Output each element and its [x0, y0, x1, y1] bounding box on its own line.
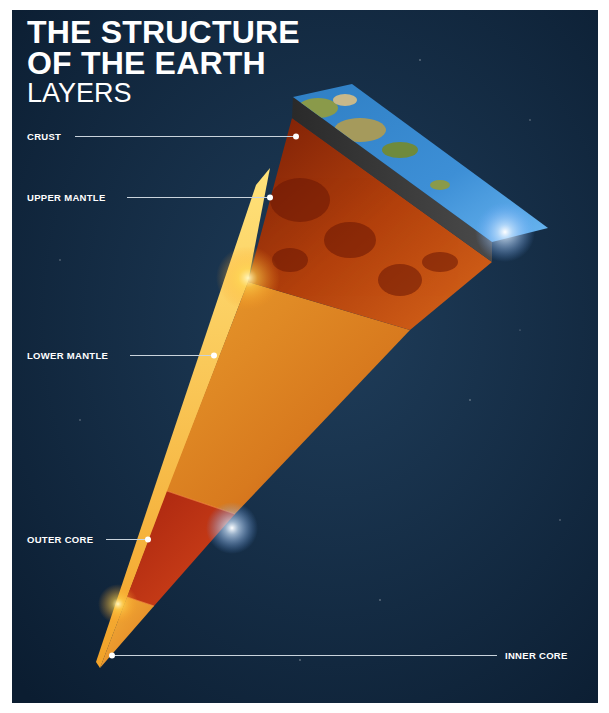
layer-label: CRUST [27, 131, 61, 142]
light-flare [216, 246, 280, 310]
leader-lines [75, 137, 497, 656]
layer-label: OUTER CORE [27, 534, 93, 545]
leader-dots [109, 134, 299, 659]
background [12, 10, 598, 703]
subtitle: LAYERS [27, 78, 132, 109]
title: THE STRUCTURE OF THE EARTH [27, 17, 327, 79]
layer-label: INNER CORE [505, 650, 568, 661]
light-flare [98, 584, 138, 624]
light-flare [206, 502, 258, 554]
continents [298, 94, 450, 190]
light-flare [475, 202, 535, 262]
layer-label: LOWER MANTLE [27, 350, 108, 361]
layer-label: UPPER MANTLE [27, 192, 106, 203]
